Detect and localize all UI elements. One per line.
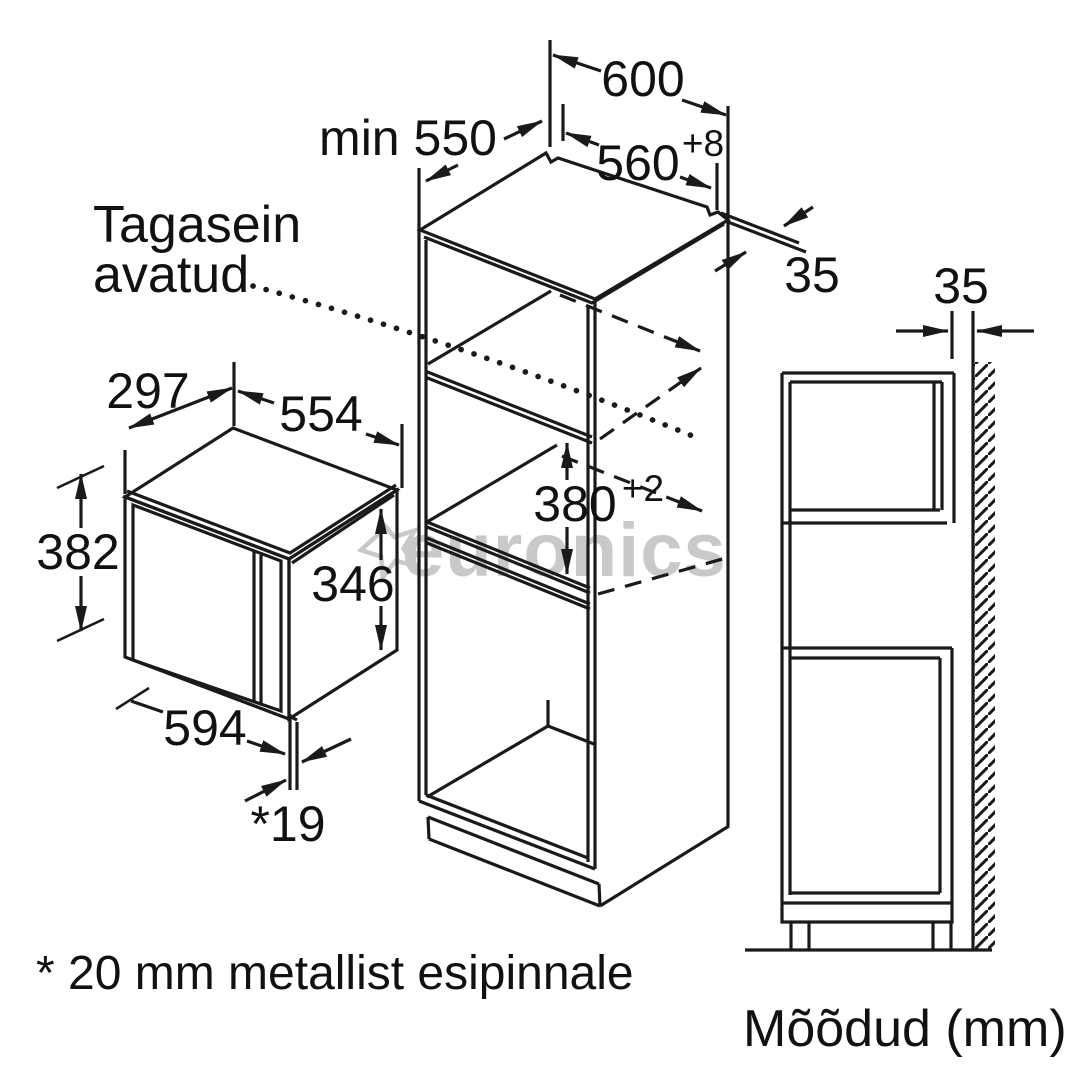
dim-top-gap: 35: [784, 247, 840, 303]
star-icon: [356, 514, 422, 585]
back-panel-label-line2: avatud: [93, 246, 249, 304]
dim-outer-width: 600: [601, 51, 684, 107]
units-label: Mõõdud (mm): [743, 1000, 1067, 1058]
dim-min-depth: min 550: [319, 110, 497, 166]
dim-inner-width-tol: +8: [682, 123, 724, 164]
wall-hatching: [974, 362, 995, 950]
dim-niche-height: 380: [533, 476, 616, 532]
dim-mw-bottom-width: 594: [163, 700, 246, 756]
cabinet-dimensions: 600 560 +8 min 550 35 380 +2: [319, 40, 840, 575]
dim-niche-height-tol: +2: [622, 468, 664, 509]
dim-mw-height: 382: [36, 524, 119, 580]
dim-inner-width: 560: [596, 135, 679, 191]
dim-mw-front-height: 346: [311, 556, 394, 612]
dim-wall-gap: 35: [933, 258, 989, 314]
cabinet-isometric: [416, 106, 807, 908]
microwave-dimensions: 297 554 382 346 594 *19: [36, 362, 404, 852]
dim-door-gap: *19: [250, 796, 325, 852]
cabinet-side-view: 35: [745, 258, 1034, 952]
back-panel-leader: [250, 283, 698, 440]
footnote: * 20 mm metallist esipinnale: [36, 947, 634, 1000]
dim-mw-top-width: 554: [279, 386, 362, 442]
dim-mw-depth: 297: [106, 363, 189, 419]
back-panel-label-line1: Tagasein: [93, 196, 301, 254]
back-panel-label: Tagasein avatud: [93, 196, 301, 304]
